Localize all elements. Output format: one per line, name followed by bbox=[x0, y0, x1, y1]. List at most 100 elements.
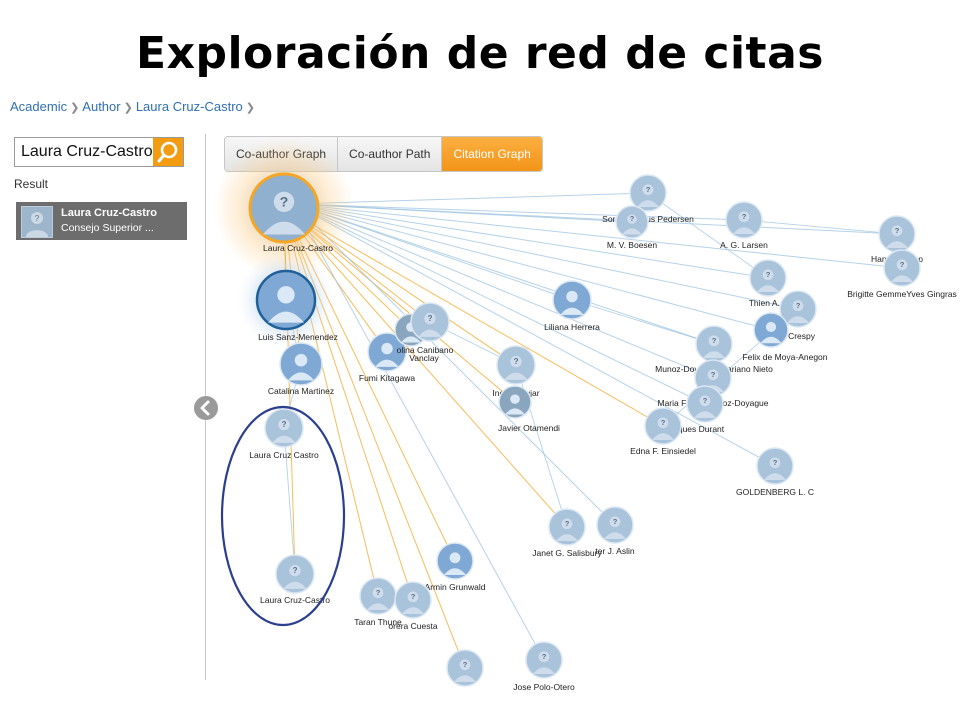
breadcrumb-current-author[interactable]: Laura Cruz-Castro bbox=[135, 99, 243, 114]
author-node[interactable]: ? bbox=[548, 508, 586, 546]
tab-co-author-graph[interactable]: Co-author Graph bbox=[225, 137, 339, 171]
person-head-icon bbox=[699, 395, 711, 407]
unknown-person-icon: ? bbox=[26, 212, 48, 237]
person-head-icon bbox=[289, 564, 301, 577]
person-head-icon bbox=[765, 321, 777, 333]
question-mark-icon: ? bbox=[565, 519, 570, 528]
person-body-icon bbox=[453, 675, 477, 683]
person-head-icon bbox=[627, 214, 637, 224]
citation-edge bbox=[293, 203, 616, 526]
person-head-icon bbox=[642, 184, 654, 196]
node-label: Laura Cruz-Castro bbox=[260, 595, 330, 605]
person-head-icon bbox=[510, 355, 522, 368]
node-label: Liliana Herrera bbox=[544, 322, 600, 332]
question-mark-icon: ? bbox=[542, 652, 547, 661]
author-node[interactable] bbox=[279, 342, 323, 386]
person-body-icon bbox=[401, 336, 421, 343]
chevron-left-icon bbox=[200, 400, 210, 416]
author-node[interactable] bbox=[498, 385, 532, 419]
person-body-icon bbox=[262, 221, 306, 235]
node-label: Edna F. Einsiedel bbox=[630, 446, 696, 456]
person-body-icon bbox=[504, 372, 528, 380]
node-label: Catalina Martinez bbox=[268, 386, 334, 396]
node-label: Vanclay bbox=[409, 353, 439, 363]
breadcrumb-author[interactable]: Author bbox=[82, 99, 121, 114]
author-node[interactable]: ? bbox=[686, 385, 724, 423]
node-label: Janet G. Salisbury bbox=[532, 548, 602, 558]
node-label: Thien A. T bbox=[749, 298, 788, 308]
citation-edge bbox=[283, 207, 414, 601]
chevron-right-icon: ❯ bbox=[70, 102, 80, 114]
person-head-icon bbox=[561, 518, 573, 530]
author-node[interactable]: ? bbox=[615, 205, 649, 239]
person-body-icon bbox=[366, 603, 390, 611]
citation-edge bbox=[293, 203, 633, 223]
author-node[interactable]: ? bbox=[644, 407, 682, 445]
collapse-panel-button[interactable] bbox=[194, 396, 218, 420]
search-button[interactable] bbox=[153, 138, 183, 166]
tab-citation-graph[interactable]: Citation Graph bbox=[442, 137, 542, 171]
citation-edge bbox=[283, 207, 379, 597]
author-node[interactable]: ? bbox=[629, 174, 667, 212]
node-label: Fumi Kitagawa bbox=[359, 373, 415, 383]
author-node[interactable]: ? bbox=[410, 302, 450, 342]
author-node[interactable]: ? bbox=[779, 290, 817, 328]
author-node[interactable]: ? bbox=[749, 259, 787, 297]
question-mark-icon: ? bbox=[646, 185, 651, 194]
question-mark-icon: ? bbox=[411, 592, 416, 601]
author-node[interactable]: ? bbox=[596, 506, 634, 544]
author-node[interactable]: ? bbox=[525, 641, 563, 679]
author-node[interactable]: ? bbox=[756, 447, 794, 485]
person-body-icon bbox=[283, 581, 307, 589]
author-node[interactable] bbox=[552, 280, 592, 320]
node-label: Taran Thune bbox=[354, 617, 402, 627]
author-node[interactable]: ? bbox=[264, 408, 304, 448]
author-node[interactable]: ? bbox=[695, 325, 733, 363]
author-node[interactable]: ? bbox=[883, 249, 921, 287]
person-head-icon bbox=[407, 591, 419, 603]
chevron-right-icon: ❯ bbox=[245, 102, 255, 114]
person-head-icon bbox=[792, 300, 804, 312]
question-mark-icon: ? bbox=[712, 336, 717, 345]
person-body-icon bbox=[890, 275, 914, 283]
citation-edge bbox=[293, 203, 769, 279]
person-body-icon bbox=[702, 351, 726, 359]
person-head-icon bbox=[566, 290, 578, 303]
author-node[interactable] bbox=[753, 312, 789, 348]
person-body-icon bbox=[693, 411, 717, 419]
author-node[interactable]: ? bbox=[359, 577, 397, 615]
author-node[interactable] bbox=[367, 332, 407, 372]
author-node[interactable]: ? bbox=[496, 345, 536, 385]
person-body-icon bbox=[268, 311, 304, 323]
search-input[interactable] bbox=[15, 138, 153, 166]
person-body-icon bbox=[418, 329, 442, 337]
person-body-icon bbox=[560, 307, 584, 315]
question-mark-icon: ? bbox=[463, 660, 468, 669]
author-node[interactable]: ? bbox=[446, 649, 484, 687]
tab-co-author-path[interactable]: Co-author Path bbox=[338, 137, 443, 171]
author-node[interactable]: ? bbox=[394, 581, 432, 619]
author-node[interactable]: ? bbox=[275, 554, 315, 594]
person-body-icon bbox=[555, 534, 579, 542]
svg-text:?: ? bbox=[35, 214, 40, 223]
person-body-icon bbox=[786, 316, 810, 324]
person-body-icon bbox=[636, 200, 660, 208]
breadcrumb-academic[interactable]: Academic bbox=[10, 99, 68, 114]
author-node[interactable] bbox=[255, 269, 317, 331]
question-mark-icon: ? bbox=[703, 396, 708, 405]
person-head-icon bbox=[510, 394, 520, 404]
person-head-icon bbox=[657, 417, 669, 429]
question-mark-icon: ? bbox=[613, 517, 618, 526]
person-body-icon bbox=[622, 228, 642, 235]
person-body-icon bbox=[885, 241, 909, 249]
person-head-icon bbox=[708, 335, 720, 347]
author-node[interactable]: ? bbox=[725, 201, 763, 239]
author-node[interactable]: ? bbox=[878, 215, 916, 253]
person-head-icon bbox=[372, 587, 384, 599]
node-label: ques Durant bbox=[678, 424, 725, 434]
author-node[interactable] bbox=[436, 542, 474, 580]
result-item[interactable]: ? Laura Cruz-Castro Consejo Superior ... bbox=[16, 202, 187, 240]
citation-edge bbox=[283, 207, 456, 562]
center-author-node[interactable]: ? bbox=[248, 172, 320, 244]
